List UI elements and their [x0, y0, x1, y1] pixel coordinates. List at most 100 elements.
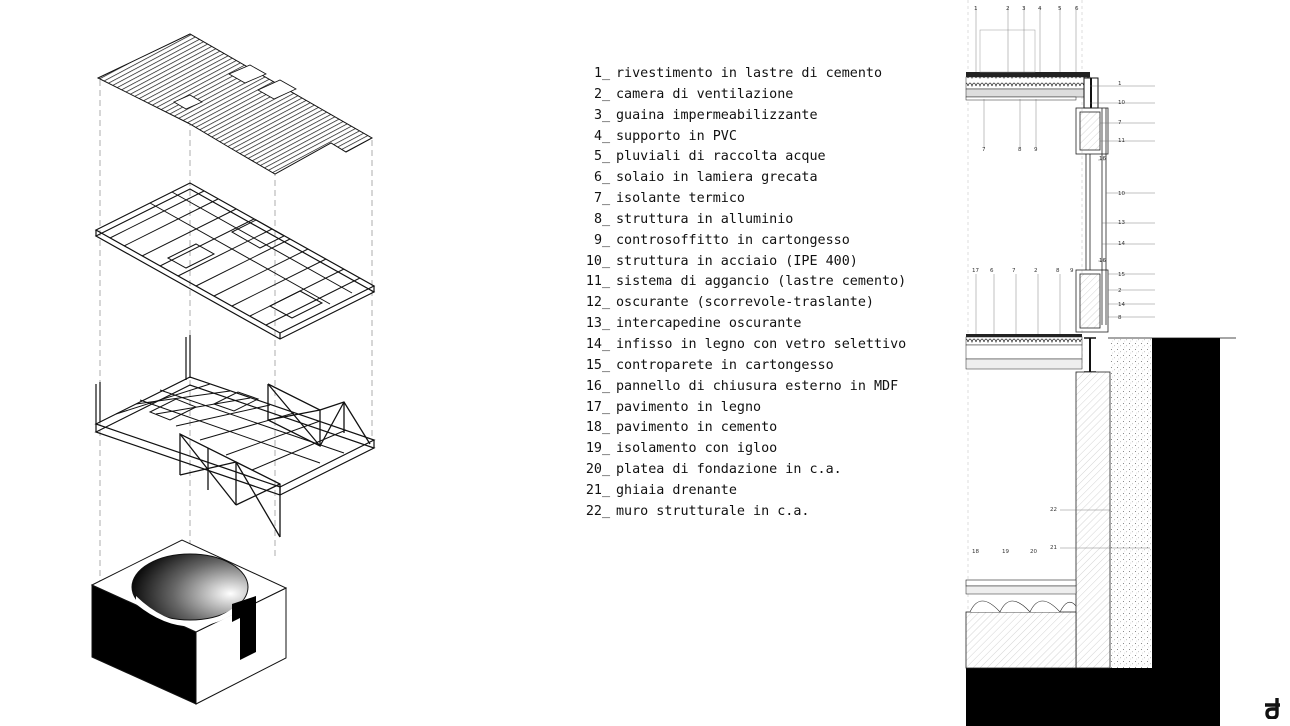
legend-item-text: intercapedine oscurante [616, 316, 802, 332]
legend-item-text: pannello di chiusura esterno in MDF [616, 378, 899, 394]
legend-item-text: struttura in acciaio (IPE 400) [616, 253, 858, 269]
section-callout-label: 5 [1058, 6, 1062, 12]
legend-item-separator: _ [602, 253, 611, 269]
section-callout-label: 4 [1038, 6, 1042, 12]
legend-item: 17_pavimento in legno [566, 398, 906, 419]
section-callout-label: 10 [1118, 100, 1125, 106]
section-callout-label: 2 [1118, 288, 1122, 294]
legend-item-text: camera di ventilazione [616, 86, 794, 102]
section-callout-label: 16 [1099, 156, 1106, 162]
legend-item-number: 11 [585, 274, 602, 290]
legend-item-separator: _ [602, 66, 611, 81]
legend-item-text: controsoffitto in cartongesso [616, 232, 850, 248]
legend-item-text: solaio in lamiera grecata [616, 170, 818, 186]
legend-item-text: platea di fondazione in c.a. [616, 462, 842, 478]
legend-item-separator: _ [602, 378, 611, 394]
section-callout-label: 10 [1118, 191, 1125, 197]
section-callout-label: 2 [1006, 6, 1010, 12]
section-callout-label: 9 [1070, 268, 1074, 274]
legend-item: 14_infisso in legno con vetro selettivo [566, 335, 906, 356]
section-callout-label: 7 [1012, 268, 1016, 274]
section-callout-label: 21 [1050, 545, 1057, 551]
legend-item-text: controparete in cartongesso [616, 357, 834, 373]
legend-item: 6_ solaio in lamiera grecata [566, 168, 906, 189]
legend-item-separator: _ [602, 357, 611, 373]
legend-item: 10_struttura in acciaio (IPE 400) [566, 252, 906, 273]
legend-item-separator: _ [602, 399, 611, 415]
section-callout-label: 16 [1099, 258, 1106, 264]
section-callout-label: 3 [1022, 6, 1026, 12]
roof-layer [96, 33, 374, 175]
legend-item-number: 4 [593, 128, 602, 144]
section-callout-label: 9 [1034, 147, 1038, 153]
legend-item-separator: _ [602, 211, 611, 227]
legend-item-text: oscurante (scorrevole-traslante) [616, 295, 874, 311]
legend-item: 12_oscurante (scorrevole-traslante) [566, 293, 906, 314]
section-callout-label: 7 [1118, 120, 1122, 126]
legend-item-text: pluviali di raccolta acque [616, 149, 826, 165]
legend-item-number: 2 [593, 86, 602, 102]
legend-item-separator: _ [602, 274, 611, 290]
ceiling-frame-layer [94, 182, 376, 340]
section-callout-label: 19 [1002, 549, 1009, 555]
legend-item-separator: _ [602, 232, 611, 248]
section-callout-label: 7 [982, 147, 986, 153]
section-callout-label: 2 [1034, 268, 1038, 274]
legend-item-separator: _ [602, 441, 611, 457]
section-callout-label: 1 [974, 6, 978, 12]
legend-item-number: 21 [585, 482, 602, 498]
legend-item-number: 22 [585, 503, 602, 519]
construction-section: 1234561107111610131416152148789176728922… [965, 0, 1236, 726]
section-callout-label: 8 [1118, 315, 1122, 321]
legend-item-text: supporto in PVC [616, 128, 737, 144]
section-callout-label: 14 [1118, 302, 1125, 308]
legend-item-separator: _ [602, 107, 611, 123]
legend-item: 22_muro strutturale in c.a. [566, 502, 906, 523]
floor-section [965, 334, 1096, 373]
section-callout-label: 13 [1118, 220, 1125, 226]
section-callout-label: 6 [990, 268, 994, 274]
section-callout-label: 20 [1030, 549, 1037, 555]
legend-item-text: sistema di aggancio (lastre cemento) [616, 274, 907, 290]
legend-item-text: rivestimento in lastre di cemento [616, 66, 883, 81]
legend-item-separator: _ [602, 336, 611, 352]
legend-item-separator: _ [602, 482, 611, 498]
legend-item: 16_ pannello di chiusura esterno in MDF [566, 377, 906, 398]
legend-item: 19_isolamento con igloo [566, 439, 906, 460]
legend-item: 18_pavimento in cemento [566, 418, 906, 439]
alignment-guides [99, 80, 373, 600]
section-callout-label: 1 [1118, 81, 1122, 87]
legend-item-separator: _ [602, 462, 611, 478]
section-callout-label: 14 [1118, 241, 1125, 247]
section-callout-label: 18 [972, 549, 979, 555]
legend-item-text: struttura in alluminio [616, 211, 794, 227]
legend-item-number: 8 [593, 211, 602, 227]
legend-item: 9_controsoffitto in cartongesso [566, 231, 906, 252]
ground-section [965, 337, 1236, 726]
legend-item-number: 18 [585, 420, 602, 436]
legend-item-separator: _ [602, 149, 611, 165]
legend-item-number: 20 [585, 462, 602, 478]
legend-item: 7_isolante termico [566, 189, 906, 210]
legend-item-text: isolamento con igloo [616, 441, 778, 457]
legend-item-separator: _ [602, 170, 611, 186]
legend-item-number: 3 [593, 107, 602, 123]
legend-item-separator: _ [602, 316, 611, 332]
section-callout-label: 22 [1050, 507, 1057, 513]
section-callout-label: 11 [1118, 138, 1125, 144]
legend-item-separator: _ [602, 86, 611, 102]
legend-item: 8_ struttura in alluminio [566, 210, 906, 231]
legend-item: 11_ sistema di aggancio (lastre cemento) [566, 272, 906, 293]
legend-item-number: 16 [585, 378, 602, 394]
legend-item: 4_ supporto in PVC [566, 127, 906, 148]
legend-item-number: 6 [593, 170, 602, 186]
legend-item: 20_ platea di fondazione in c.a. [566, 460, 906, 481]
legend-item-number: 14 [585, 336, 602, 352]
legend-item: 1_rivestimento in lastre di cemento [566, 64, 906, 85]
legend-item-text: ghiaia drenante [616, 482, 737, 498]
legend-item-separator: _ [602, 128, 611, 144]
legend-item-number: 5 [593, 149, 602, 165]
legend-item: 5_ pluviali di raccolta acque [566, 147, 906, 168]
